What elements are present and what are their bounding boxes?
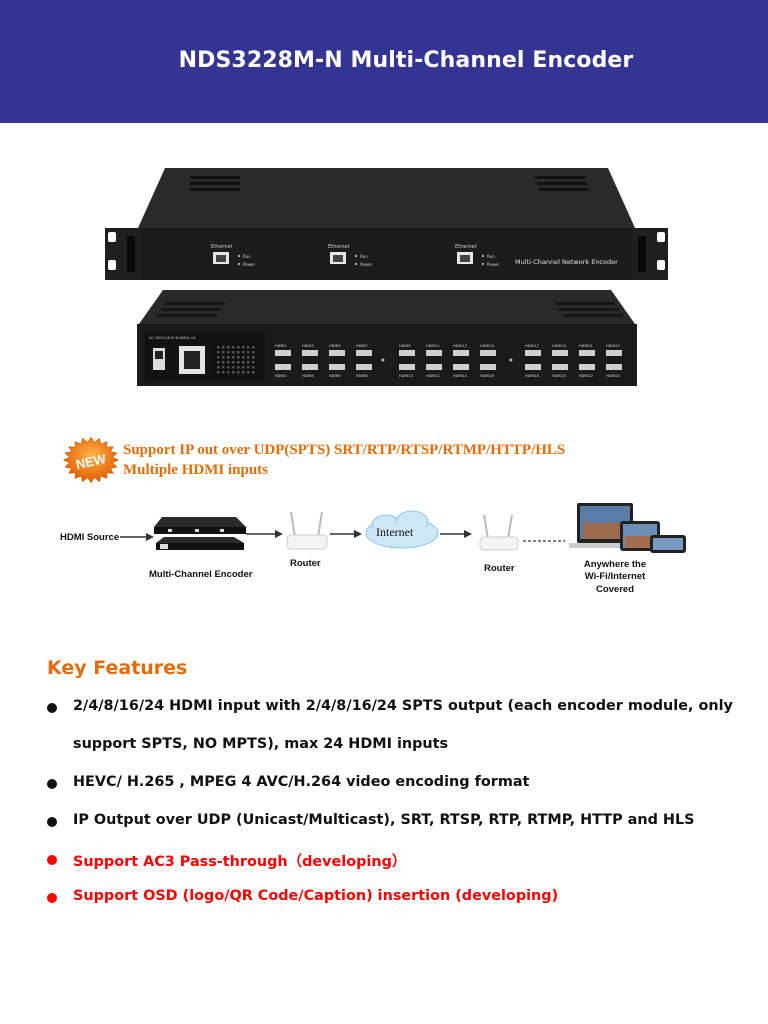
hdmi-port: [606, 350, 622, 356]
page-title: NDS3228M-N Multi-Channel Encoder: [178, 48, 634, 73]
rear-vent: [217, 346, 255, 374]
power-label: AC 100V-240V 50/60Hz 2A: [149, 336, 196, 340]
hdmi-port-label: HDMI13: [453, 344, 467, 348]
hdmi-port-label: HDMI16: [480, 374, 494, 378]
router-icon-1: [286, 511, 328, 550]
hdmi-port-label: HDMI1: [275, 344, 287, 348]
feature-item-1: 2/4/8/16/24 HDMI input with 2/4/8/16/24 …: [73, 698, 733, 714]
encoder-label: Multi-Channel Encoder: [149, 569, 253, 580]
hdmi-port: [480, 364, 496, 370]
svg-text:Run: Run: [360, 254, 368, 259]
hdmi-port: [356, 350, 372, 356]
hdmi-port-label: HDMI2: [275, 374, 287, 378]
hdmi-port: [399, 364, 415, 370]
device-front-image: Ethernet Ethernet Ethernet Run Power Run…: [105, 168, 668, 280]
feature-item-5: Support OSD (logo/QR Code/Caption) inser…: [73, 888, 559, 904]
svg-text:Run: Run: [487, 254, 495, 259]
hdmi-port: [525, 350, 541, 356]
anywhere-label-3: Covered: [596, 584, 634, 595]
internet-label: Internet: [376, 525, 414, 539]
hdmi-port-label: HDMI18: [525, 374, 539, 378]
hdmi-port-label: HDMI7: [356, 344, 368, 348]
feature-item-1-continuation: support SPTS, NO MPTS), max 24 HDMI inpu…: [73, 736, 449, 752]
bullet-icon: [47, 855, 57, 865]
banner-line-2: Multiple HDMI inputs: [123, 462, 269, 478]
hdmi-port-label: HDMI9: [399, 344, 411, 348]
hdmi-port: [606, 364, 622, 370]
encoder-image: [154, 517, 246, 550]
anywhere-label-1: Anywhere the: [584, 559, 646, 570]
network-flow-diagram: HDMI Source Multi-Channel Encoder Router…: [60, 503, 686, 595]
feature-item-4: Support AC3 Pass-through（developing）: [73, 854, 407, 870]
hdmi-port-label: HDMI21: [579, 344, 593, 348]
hdmi-port-label: HDMI19: [552, 344, 566, 348]
hdmi-port-label: HDMI12: [426, 374, 440, 378]
hdmi-port-label: HDMI11: [426, 344, 440, 348]
anywhere-label-2: Wi-Fi/Internet: [585, 571, 646, 582]
hdmi-source-label: HDMI Source: [60, 532, 119, 543]
hdmi-port-label: HDMI5: [329, 344, 341, 348]
hdmi-port-label: HDMI8: [356, 374, 368, 378]
new-badge-label: NEW: [74, 451, 107, 472]
hdmi-port-label: HDMI22: [579, 374, 593, 378]
key-features-title: Key Features: [47, 657, 188, 679]
hdmi-port: [275, 350, 291, 356]
hdmi-port: [525, 364, 541, 370]
hdmi-port-label: HDMI17: [525, 344, 539, 348]
hdmi-port-label: HDMI10: [399, 374, 413, 378]
hdmi-port-label: HDMI6: [329, 374, 341, 378]
header-bar: NDS3228M-N Multi-Channel Encoder: [0, 0, 768, 123]
port-label-1: Ethernet: [211, 244, 233, 250]
hdmi-port-label: HDMI4: [302, 374, 314, 378]
router-icon-2: [479, 514, 519, 551]
router-label-1: Router: [290, 558, 321, 569]
router-label-2: Router: [484, 563, 515, 574]
new-badge-icon: NEW: [62, 436, 120, 484]
hdmi-port-label: HDMI14: [453, 374, 468, 378]
bullet-icon: [47, 779, 57, 789]
hdmi-port-label: HDMI20: [552, 374, 566, 378]
hdmi-port: [356, 364, 372, 370]
hdmi-port-label: HDMI24: [606, 374, 621, 378]
hdmi-port: [453, 350, 469, 356]
devices-icon: [569, 503, 686, 553]
hdmi-port: [426, 350, 442, 356]
svg-text:Power: Power: [360, 262, 372, 267]
hdmi-port-label: HDMI23: [606, 344, 620, 348]
svg-text:Power: Power: [243, 262, 255, 267]
bullet-icon: [47, 817, 57, 827]
port-label-2: Ethernet: [328, 244, 350, 250]
hdmi-port: [552, 350, 568, 356]
internet-cloud-icon: [365, 510, 439, 549]
hdmi-top-row: HDMI1 HDMI3 HDMI5 HDMI7 HDMI9 HDMI11 HDMI13 HDM…: [275, 344, 622, 356]
hdmi-port: [275, 364, 291, 370]
bullet-icon: [47, 703, 57, 713]
port-label-3: Ethernet: [455, 244, 477, 250]
hdmi-port-label: HDMI3: [302, 344, 314, 348]
hdmi-port: [302, 350, 318, 356]
bullet-icon: [47, 893, 57, 903]
ground-screw: [381, 358, 385, 362]
hdmi-port: [302, 364, 318, 370]
hdmi-port: [329, 364, 345, 370]
hdmi-port: [399, 350, 415, 356]
banner-line-1: Support IP out over UDP(SPTS) SRT/RTP/RT…: [123, 442, 566, 458]
hdmi-port: [329, 350, 345, 356]
hdmi-port-label: HDMI15: [480, 344, 494, 348]
svg-text:Run: Run: [243, 254, 251, 259]
feature-item-3: IP Output over UDP (Unicast/Multicast), …: [73, 812, 695, 828]
hdmi-port: [453, 364, 469, 370]
feature-item-2: HEVC/ H.265 , MPEG 4 AVC/H.264 video enc…: [73, 774, 530, 790]
hdmi-bottom-row: HDMI2 HDMI4 HDMI6 HDMI8 HDMI10 HDMI12 HDMI14 HD…: [275, 358, 622, 378]
svg-text:Power: Power: [487, 262, 499, 267]
hdmi-port: [579, 364, 595, 370]
front-panel-label: Multi-Channel Network Encoder: [515, 258, 618, 266]
hdmi-port: [426, 364, 442, 370]
hdmi-port: [552, 364, 568, 370]
hdmi-port: [579, 350, 595, 356]
hdmi-port: [480, 350, 496, 356]
ground-screw: [509, 358, 513, 362]
